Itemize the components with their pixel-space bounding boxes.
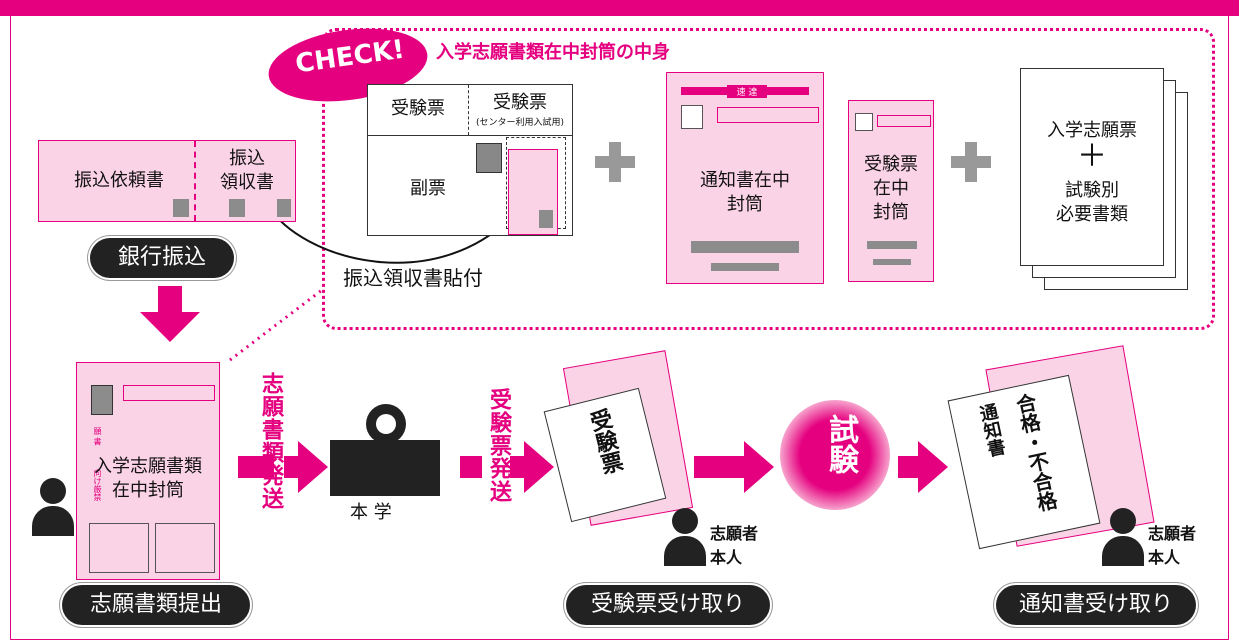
check-contents-box [322,28,1215,330]
address-box [155,523,215,573]
send-documents-label: 志願書類発送 [258,372,283,510]
stamp-box [91,385,113,415]
ticket-card-label: 受験票 [584,406,625,477]
submit-pill: 志願書類提出 [62,585,250,625]
applicant-label: 志願者 本人 [1148,524,1197,567]
postal-icon [855,113,873,131]
address-line [691,241,799,253]
ticket-envelope-label: 受験票 在中 封筒 [864,154,918,223]
exam-circle [780,400,890,510]
person-icon [1110,508,1136,534]
exam-ticket-card: 受験票 受験票 (センター利用入試用) 副票 [367,84,573,236]
photo-icon [476,143,502,173]
down-arrow-shaft [158,286,182,312]
person-icon [40,478,66,504]
ticket-right-note: (センター利用入試用) [475,118,565,128]
paste-receipt-label: 振込領収書貼付 [343,266,483,290]
address-line [867,241,917,249]
postal-code-boxes [717,107,819,123]
bank-transfer-pill: 銀行振込 [90,238,234,278]
receive-ticket-pill: 受験票受け取り [566,585,770,625]
notice-envelope: 速 達 通知書在中 封筒 [666,72,824,284]
receive-notice-pill: 通知書受け取り [996,585,1196,625]
stamp-mark [277,199,291,217]
arrow-head [744,441,774,493]
slip-right-label: 振込 領収書 [220,148,274,193]
arrow-shaft [238,456,274,478]
doc-plus: ＋ [1077,139,1107,174]
application-envelope-label: 入学志願書類 在中封筒 [94,456,202,501]
app-side-label: 願 書 [93,427,102,446]
card-divider [468,85,469,135]
express-label: 速 達 [727,85,767,98]
receipt-slip [508,149,558,235]
arrow-head [918,441,948,493]
postal-icon [681,105,703,129]
postal-code-boxes [877,115,931,127]
doc-line1: 入学志願票 [1047,120,1137,141]
address-box [89,523,149,573]
ticket-envelope: 受験票 在中 封筒 [848,100,934,282]
arrow-head [298,441,328,493]
arrow-head [524,441,554,493]
check-title: 入学志願書類在中封筒の中身 [436,42,670,63]
result-card-title: 合格・不合格 [1011,391,1060,514]
address-line [873,259,911,265]
notice-envelope-label: 通知書在中 封筒 [700,170,790,215]
diagram-frame [10,16,1229,640]
person-icon [1102,536,1144,566]
plus-icon [965,142,977,182]
plus-icon [609,142,621,182]
card-divider [368,135,572,136]
stamp-mark [173,199,189,217]
postal-code-boxes [123,385,215,401]
stamp-mark [539,210,553,228]
application-envelope: 願 書 向け厳禁 入学志願書類 在中封筒 [76,362,220,580]
university-building-icon [330,404,440,496]
exam-label: 試験 [823,414,858,474]
arrow-shaft [694,456,746,478]
bank-transfer-slip: 振込依頼書 振込 領収書 [38,140,296,222]
ticket-right-label: 受験票 [493,92,547,113]
arrow-shaft [460,456,482,478]
address-line [711,263,779,271]
person-icon [32,506,74,536]
applicant-label: 志願者 本人 [710,524,759,567]
app-side-label: 向け厳禁 [93,469,102,501]
ticket-left-label: 受験票 [391,98,445,119]
slip-left-label: 振込依頼書 [74,170,164,191]
slip-perforation [194,141,196,221]
university-label: 本 学 [350,502,392,523]
down-arrow-head [140,312,200,342]
doc-line2: 試験別 必要書類 [1056,180,1128,225]
stamp-mark [229,199,245,217]
arrow-shaft [510,456,526,478]
top-bar [0,0,1239,16]
document-stack: 入学志願票 ＋ 試験別 必要書類 [1020,68,1164,266]
person-icon [672,508,698,534]
sub-ticket-label: 副票 [410,178,446,199]
person-icon [664,536,706,566]
send-ticket-label: 受験票発送 [486,388,511,503]
arrow-shaft [284,456,300,478]
result-card-label: 通知書 [975,401,1008,459]
arrow-shaft [898,456,920,478]
